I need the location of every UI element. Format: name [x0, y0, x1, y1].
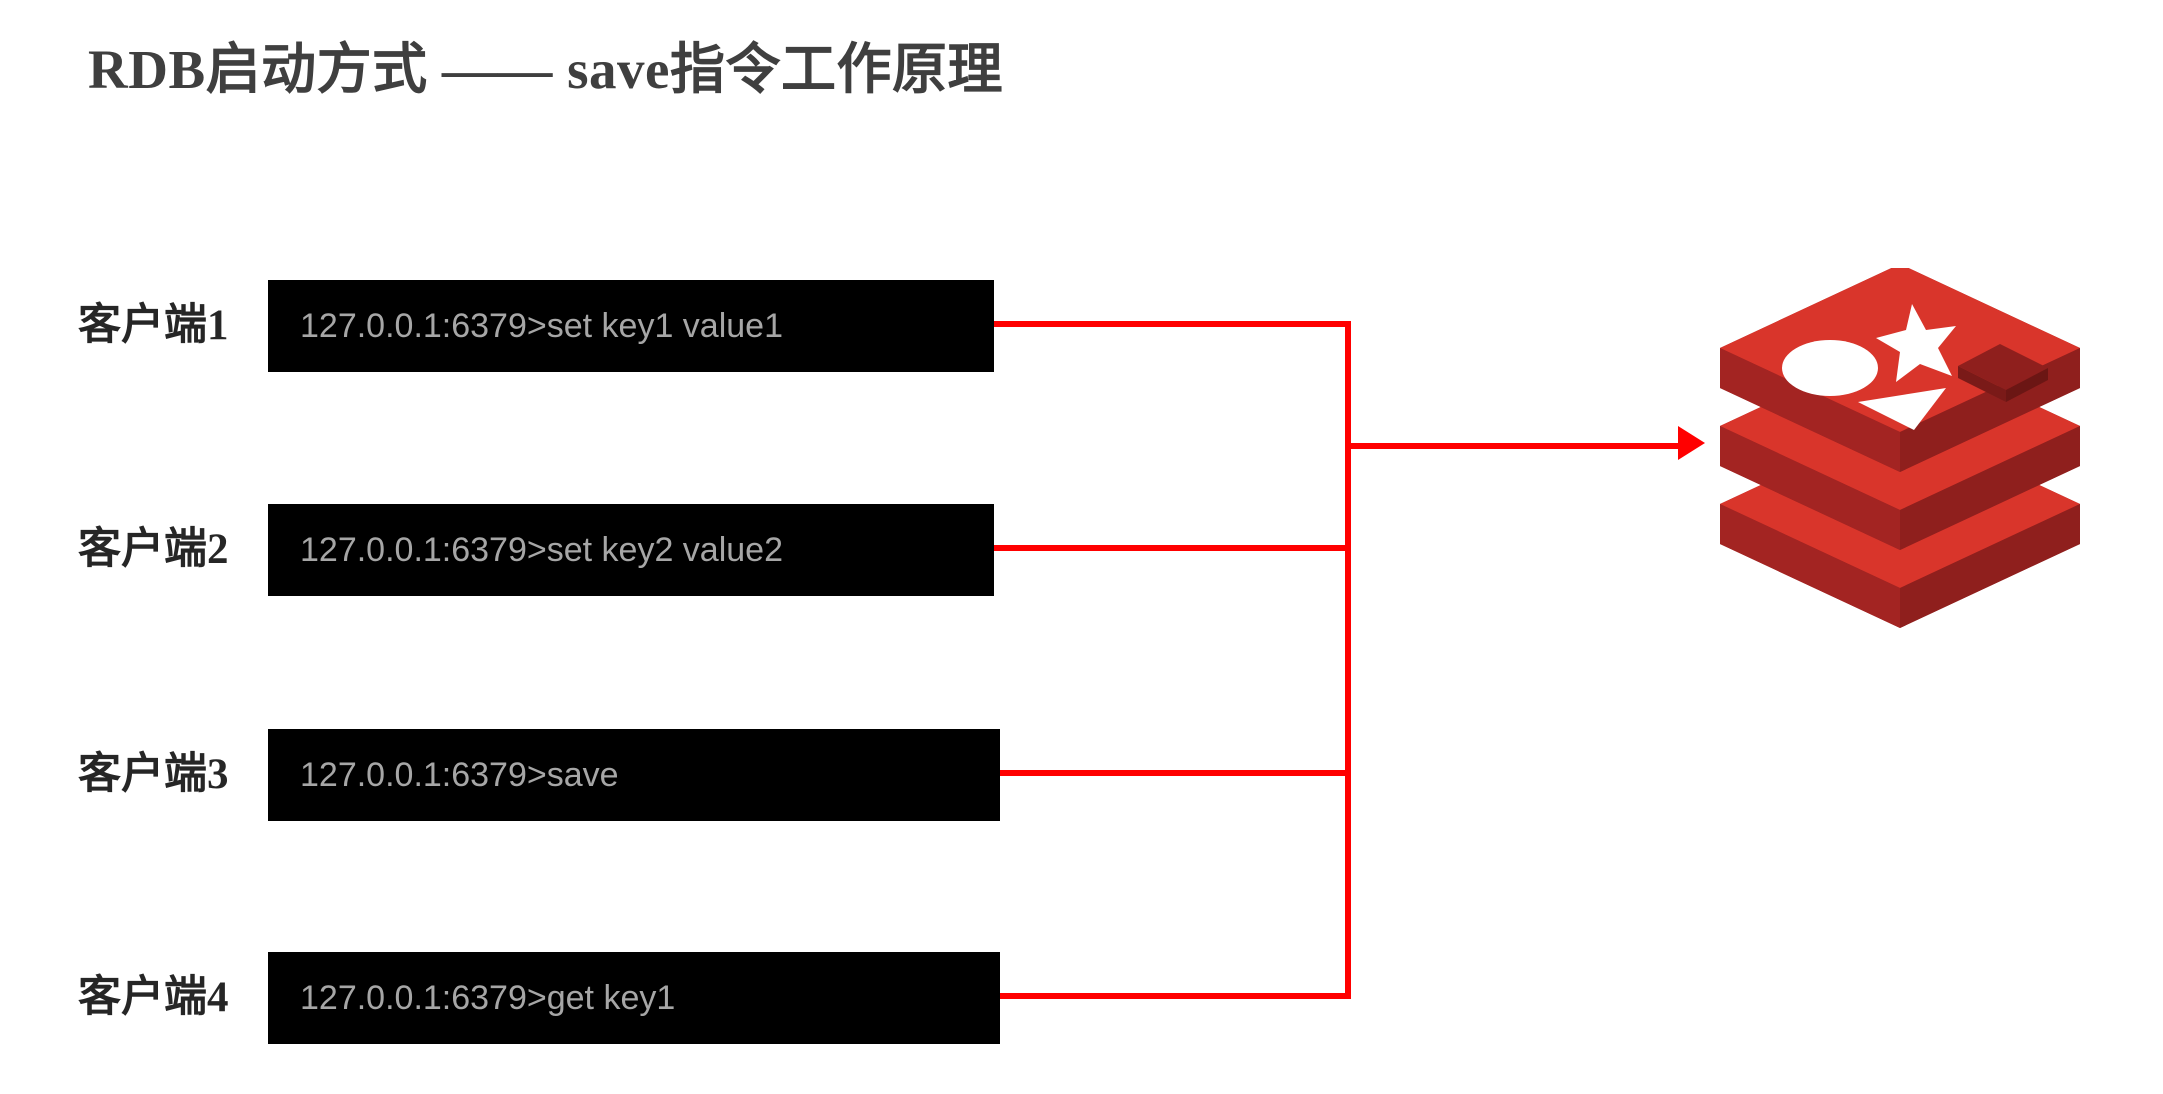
terminal-box-4[interactable]: 127.0.0.1:6379>get key1 — [268, 952, 1000, 1044]
redis-glyph-diamond — [1958, 344, 2048, 402]
connector-wire-4 — [1000, 993, 1351, 999]
terminal-command-3: 127.0.0.1:6379>save — [300, 756, 619, 794]
server-arrow-shaft — [1345, 443, 1681, 449]
redis-database-logo — [1700, 268, 2100, 648]
redis-glyph-ellipse — [1782, 340, 1878, 396]
connector-wire-3 — [1000, 770, 1351, 776]
redis-glyph-triangle — [1858, 388, 1946, 430]
terminal-box-2[interactable]: 127.0.0.1:6379>set key2 value2 — [268, 504, 994, 596]
client-label-2: 客户端2 — [78, 526, 229, 573]
client-label-3: 客户端3 — [78, 751, 229, 798]
connector-trunk-bus — [1345, 321, 1351, 999]
connector-wire-2 — [994, 545, 1351, 551]
server-arrow-head — [1678, 426, 1705, 460]
terminal-box-3[interactable]: 127.0.0.1:6379>save — [268, 729, 1000, 821]
terminal-command-4: 127.0.0.1:6379>get key1 — [300, 979, 676, 1017]
redis-glyph-star — [1876, 304, 1956, 382]
connector-wire-1 — [994, 321, 1351, 327]
client-label-1: 客户端1 — [78, 302, 229, 349]
page-title: RDB启动方式 —— save指令工作原理 — [88, 39, 1003, 100]
terminal-command-1: 127.0.0.1:6379>set key1 value1 — [300, 307, 783, 345]
client-label-4: 客户端4 — [78, 974, 229, 1021]
terminal-command-2: 127.0.0.1:6379>set key2 value2 — [300, 531, 783, 569]
terminal-box-1[interactable]: 127.0.0.1:6379>set key1 value1 — [268, 280, 994, 372]
